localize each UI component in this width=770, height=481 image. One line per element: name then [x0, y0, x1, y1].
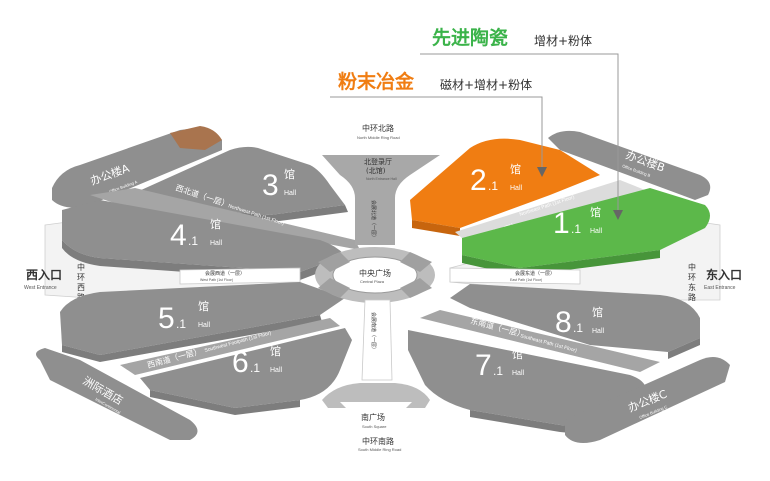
hall-7-1-sub: .1 [493, 364, 503, 378]
hall-6-1-cn: 馆 [270, 344, 281, 358]
hall-4-1-cn: 馆 [210, 217, 221, 231]
office-c[interactable]: 办公楼C Office Building C [565, 356, 730, 444]
north-hall-label: 北登录厅 [364, 157, 392, 166]
hall-2-1[interactable]: 2 .1 馆 Hall [410, 138, 600, 236]
hall-8-1-cn: 馆 [592, 305, 603, 319]
hall-6-1[interactable]: 6 .1 馆 Hall [140, 328, 352, 415]
east-ring-road: 中 环 东 路 [688, 262, 696, 302]
south-connector: 会展南道（一层） [361, 299, 393, 381]
central-plaza[interactable]: 中央广场 Central Plaza [315, 247, 435, 303]
north-hall-en: North Entrance Hall [366, 177, 397, 181]
powder-arrow [537, 167, 547, 177]
east-road-cn-3: 东 [688, 282, 696, 292]
hall-2-1-en: Hall [510, 185, 523, 192]
hall-2-1-sub: .1 [488, 179, 498, 193]
west-entrance-en: West Entrance [24, 285, 57, 291]
hall-1-1-sub: .1 [571, 222, 581, 236]
hall-1-1-number: 1 [553, 207, 570, 240]
hall-5-1[interactable]: 5 .1 馆 Hall [60, 282, 345, 362]
hall-3-cn: 馆 [284, 167, 295, 181]
hall-1-1-cn: 馆 [590, 205, 601, 219]
east-connector: 会展东道（一层） East Path (1st Floor) [449, 267, 581, 285]
north-connector: 会展北道（一层） [370, 200, 377, 240]
north-entrance-hall[interactable]: 北登录厅 (北馆) North Entrance Hall [322, 155, 440, 245]
hall-7-1-number: 7 [475, 349, 492, 382]
central-plaza-en: Central Plaza [360, 279, 385, 284]
north-connector-label: 会展北道（一层） [370, 200, 377, 240]
west-entrance[interactable]: 西入口 West Entrance [24, 268, 62, 291]
ceramics-title: 先进陶瓷 [432, 26, 508, 49]
west-connector-en: West Path (1st Floor) [200, 278, 233, 282]
hall-2-1-cn: 馆 [510, 162, 521, 176]
hall-4-1-sub: .1 [188, 234, 198, 248]
ceramics-subtitle: 增材+粉体 [534, 34, 592, 48]
hall-3[interactable]: 3 馆 Hall [130, 146, 348, 222]
south-ring-road: 中环南路 South Middle Ring Road [358, 436, 401, 452]
hall-6-1-sub: .1 [250, 361, 260, 375]
south-road-en: South Middle Ring Road [358, 447, 401, 452]
powder-subtitle: 磁材+增材+粉体 [440, 77, 532, 92]
hall-4-1-number: 4 [170, 219, 187, 252]
hall-5-1-sub: .1 [176, 317, 186, 331]
hall-8-1-en: Hall [592, 328, 605, 335]
hall-8-1[interactable]: 8 .1 馆 Hall [450, 284, 700, 359]
west-connector: 会展西道（一层） West Path (1st Floor) [179, 267, 301, 285]
east-entrance[interactable]: 东入口 East Entrance [704, 267, 742, 291]
west-road-cn-1: 中 [77, 262, 85, 272]
ceramics-arrow [613, 210, 623, 220]
hall-8-1-sub: .1 [573, 321, 583, 335]
callout-ceramics: 先进陶瓷 增材+粉体 [420, 26, 623, 220]
east-connector-en: East Path (1st Floor) [510, 278, 542, 282]
east-road-cn-1: 中 [688, 262, 696, 272]
south-road-label: 中环南路 [362, 436, 394, 446]
hall-5-1-number: 5 [158, 302, 175, 335]
south-square[interactable]: 南广场 South Square [322, 383, 430, 429]
north-hall-label-2: (北馆) [366, 166, 386, 175]
powder-title: 粉末冶金 [338, 70, 415, 93]
south-square-en: South Square [362, 424, 387, 429]
south-connector-label: 会展南道（一层） [370, 312, 377, 352]
east-entrance-en: East Entrance [704, 285, 736, 291]
north-road-label: 中环北路 [362, 123, 394, 133]
hall-7-1-en: Hall [512, 370, 525, 377]
hall-1-1-en: Hall [590, 228, 603, 235]
hall-4-1-en: Hall [210, 240, 223, 247]
west-road-cn-3: 西 [77, 283, 85, 292]
south-square-label: 南广场 [361, 412, 385, 422]
hall-8-1-number: 8 [555, 306, 572, 339]
hall-3-number: 3 [262, 169, 279, 202]
office-a[interactable]: 办公楼A Office Building A [52, 126, 222, 208]
east-road-cn-2: 环 [688, 273, 696, 282]
west-connector-label: 会展西道（一层） [205, 270, 245, 277]
powder-leader-line [330, 96, 543, 172]
callout-powder-metallurgy: 粉末冶金 磁材+增材+粉体 [330, 70, 547, 177]
east-road-cn-4: 路 [688, 292, 696, 302]
north-road-en: North Middle Ring Road [357, 135, 400, 140]
west-entrance-label: 西入口 [26, 268, 62, 282]
hall-6-1-number: 6 [232, 346, 249, 379]
hall-5-1-cn: 馆 [198, 299, 209, 313]
ceramics-leader-line [420, 53, 619, 215]
hall-2-1-number: 2 [470, 164, 487, 197]
east-connector-label: 会展东道（一层） [515, 270, 555, 277]
hall-7-1-cn: 馆 [512, 347, 523, 361]
hall-5-1-en: Hall [198, 322, 211, 329]
hall-6-1-en: Hall [270, 367, 283, 374]
north-ring-road: 中环北路 North Middle Ring Road [357, 123, 400, 140]
hall-3-en: Hall [284, 190, 297, 197]
central-plaza-label: 中央广场 [359, 268, 391, 278]
east-entrance-label: 东入口 [706, 267, 742, 282]
west-road-cn-2: 环 [77, 273, 85, 282]
